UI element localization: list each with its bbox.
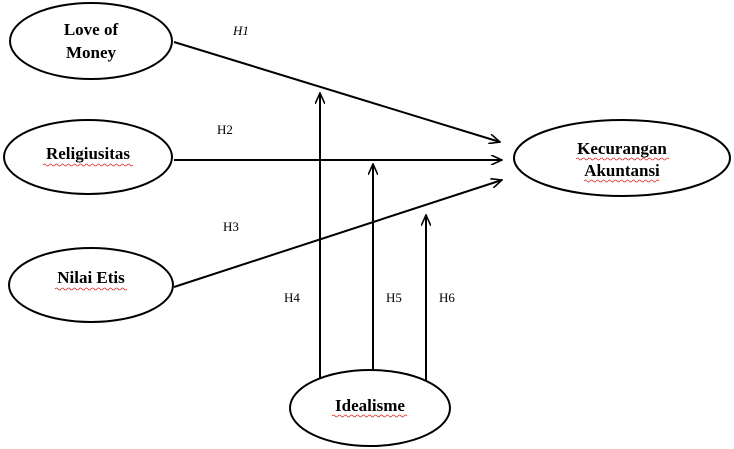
spellcheck-underline	[331, 414, 408, 418]
edge-h1-arrow	[173, 41, 500, 142]
edge-label-h6: H6	[439, 290, 455, 305]
node-religiusitas: Religiusitas	[3, 119, 173, 195]
node-idealisme: Idealisme	[289, 369, 451, 447]
spellcheck-underline	[54, 287, 128, 291]
edge-label-h2: H2	[217, 122, 233, 137]
node-religiusitas-label: Religiusitas	[46, 144, 130, 163]
edge-label-h1: H1	[232, 23, 249, 38]
node-love-of-money: Love of Money	[9, 2, 173, 80]
node-kecurangan-akuntansi: Kecurangan Akuntansi	[513, 119, 731, 197]
node-love-of-money-line1: Love of	[64, 20, 119, 39]
node-nilai-etis: Nilai Etis	[8, 247, 174, 323]
node-love-of-money-line2: Money	[66, 43, 117, 62]
spellcheck-underline	[583, 179, 660, 183]
node-kecurangan-line2: Akuntansi	[584, 161, 660, 180]
edge-label-h4: H4	[284, 290, 300, 305]
spellcheck-underline	[575, 157, 670, 161]
node-idealisme-label: Idealisme	[335, 396, 405, 415]
node-kecurangan-line1: Kecurangan	[577, 139, 667, 158]
edge-label-h5: H5	[386, 290, 402, 305]
node-nilai-etis-label: Nilai Etis	[57, 268, 125, 287]
edge-h3-arrow	[173, 180, 502, 288]
spellcheck-underline	[42, 163, 134, 167]
edge-label-h3: H3	[223, 219, 239, 234]
